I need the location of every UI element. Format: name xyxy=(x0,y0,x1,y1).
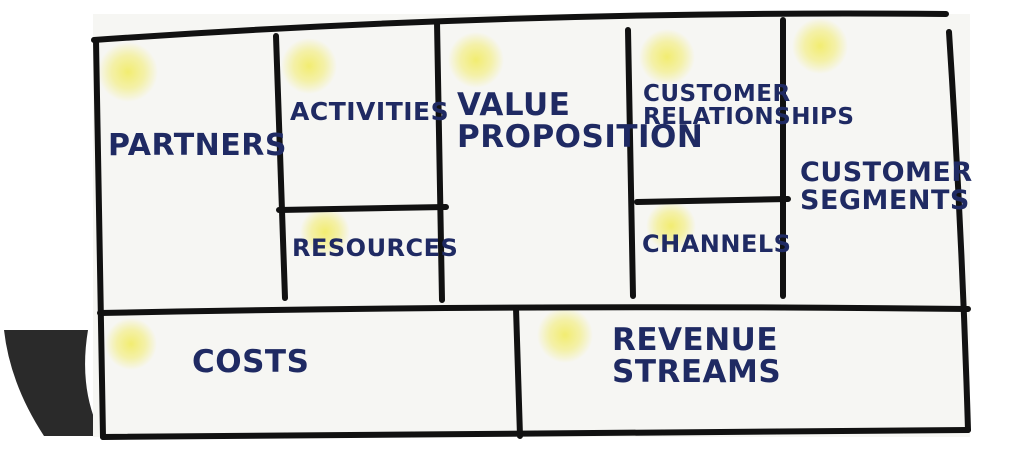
customer-relationships-line-1: CUSTOMER xyxy=(643,81,791,107)
divider-activities-value xyxy=(434,19,445,303)
block-activities-label: ACTIVITIES xyxy=(290,97,450,126)
block-partners-label: PARTNERS xyxy=(108,128,287,163)
sticky-note-custrel xyxy=(639,29,695,85)
canvas-paper xyxy=(93,14,970,437)
divider-value-relationships xyxy=(625,27,636,299)
sticky-note-revenue xyxy=(537,307,593,363)
customer-segments-line-1: CUSTOMER xyxy=(800,157,973,188)
value-proposition-line-2: PROPOSITION xyxy=(457,118,704,155)
sticky-note-partners xyxy=(98,42,158,102)
block-customer-relationships-label: CUSTOMER RELATIONSHIPS xyxy=(643,81,855,131)
divider-costs-revenue xyxy=(513,305,523,439)
block-resources-label: RESOURCES xyxy=(292,234,459,262)
sticky-note-costs xyxy=(105,318,157,370)
sticky-note-value xyxy=(448,32,504,88)
sticky-note-channels xyxy=(646,201,696,251)
revenue-streams-line-1: REVENUE xyxy=(612,322,779,358)
block-customer-segments-label: CUSTOMER SEGMENTS xyxy=(800,159,973,214)
customer-relationships-line-2: RELATIONSHIPS xyxy=(643,104,855,131)
block-costs-label: COSTS xyxy=(192,344,310,380)
curled-corner-shadow xyxy=(4,330,102,436)
block-value-proposition-label: VALUE PROPOSITION xyxy=(457,87,704,155)
outer-right-line xyxy=(946,29,971,433)
sticky-note-custseg xyxy=(792,18,848,74)
divider-relationships-channels xyxy=(634,196,791,205)
outer-bottom-line xyxy=(100,427,971,440)
outer-left-line xyxy=(93,37,106,440)
revenue-streams-line-2: STREAMS xyxy=(612,353,782,390)
sticky-note-activities xyxy=(281,38,337,94)
middle-horizontal-line xyxy=(97,304,971,316)
outer-top-line xyxy=(91,10,949,43)
sticky-note-resources xyxy=(300,207,350,257)
customer-segments-line-2: SEGMENTS xyxy=(800,184,970,216)
block-revenue-streams-label: REVENUE STREAMS xyxy=(612,322,782,390)
canvas-grid-lines xyxy=(91,10,971,440)
value-proposition-line-1: VALUE xyxy=(457,87,571,123)
block-channels-label: CHANNELS xyxy=(642,230,792,258)
divider-partners-activities xyxy=(273,33,288,301)
divider-activities-resources xyxy=(276,204,449,213)
